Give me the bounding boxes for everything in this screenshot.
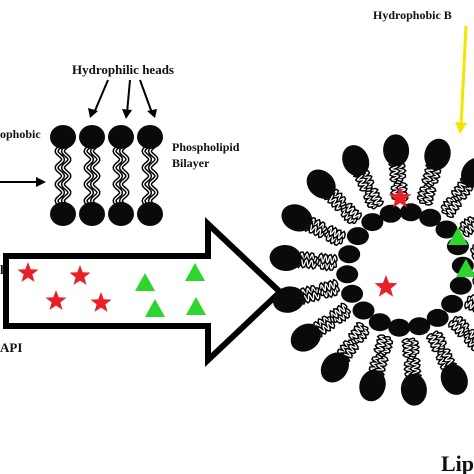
pointer-arrow-2 [126, 79, 131, 114]
liposome-heads [269, 134, 474, 406]
outer-head [359, 369, 386, 402]
red-star-icon [90, 292, 112, 312]
inner-head [361, 213, 384, 232]
outer-head [461, 157, 474, 188]
api-label: API [0, 340, 22, 355]
pointer-arrow-1 [93, 79, 109, 114]
outer-head [342, 145, 370, 177]
inner-head [346, 227, 369, 246]
phospholipid-molecule [79, 125, 105, 226]
inner-head [336, 265, 359, 284]
red-star-icon [17, 262, 39, 282]
inner-head [435, 220, 458, 239]
outer-head [281, 204, 313, 232]
outer-head [424, 138, 451, 171]
outer-head [440, 363, 468, 395]
liposome-label: Lip [441, 451, 474, 474]
phospholipid-bilayer [50, 125, 163, 226]
inner-head [441, 294, 464, 313]
inner-head [368, 313, 391, 332]
green-triangle-icon [456, 259, 474, 277]
inner-head [426, 308, 449, 327]
red-star-icon [374, 275, 398, 297]
phospholipid-label: Phospholipid [172, 140, 240, 154]
green-triangle-icon [185, 263, 205, 281]
hydrophilic-pointer-arrows [88, 79, 157, 119]
bilayer-label: Bilayer [172, 156, 210, 170]
drug-cargo [17, 262, 206, 317]
hydrophilic-head-bottom [50, 202, 76, 226]
outer-head [272, 286, 305, 313]
phospholipid-molecule [50, 125, 76, 226]
hydrophilic-heads-label: Hydrophilic heads [72, 62, 174, 77]
inner-head [399, 203, 422, 222]
green-triangle-icon [448, 227, 468, 245]
outer-head [383, 134, 410, 167]
phospholipid-molecule [108, 125, 134, 226]
hydrophilic-head-bottom [79, 202, 105, 226]
red-star-icon [45, 290, 67, 310]
phospholipid-molecule [137, 125, 163, 226]
inner-head [338, 245, 361, 264]
inner-head [388, 318, 411, 337]
inner-head [408, 317, 431, 336]
hydrophobic-pointer-arrow [0, 177, 46, 187]
inner-head [379, 204, 402, 223]
red-star-icon [388, 186, 412, 208]
encapsulation-arrow [3, 217, 285, 367]
hydrophilic-head-top [137, 125, 163, 149]
arrow-left-label: l [0, 262, 4, 277]
hydrophobic-bilayer-pointer [455, 25, 468, 134]
hydrophilic-head-bottom [108, 202, 134, 226]
outer-head [290, 323, 321, 352]
green-triangle-icon [135, 273, 155, 291]
outer-head [400, 373, 427, 406]
outer-head [306, 169, 336, 199]
green-triangle-icon [186, 297, 206, 315]
hydrophobic-tails-label: ophobic [0, 127, 41, 141]
encapsulated-drugs [374, 186, 474, 297]
green-triangle-icon [145, 299, 165, 317]
inner-head [449, 276, 472, 295]
hydrophilic-head-top [108, 125, 134, 149]
liposome-tails [295, 159, 474, 381]
red-star-icon [69, 265, 91, 285]
hydrophilic-head-bottom [137, 202, 163, 226]
inner-head [419, 208, 442, 227]
inner-head [352, 301, 375, 320]
hydrophilic-head-top [79, 125, 105, 149]
outer-head [269, 244, 302, 272]
outer-head [320, 352, 349, 383]
inner-head [341, 284, 364, 303]
hydrophobic-bilayer-label: Hydrophobic B [373, 8, 452, 22]
liposome [269, 134, 474, 406]
hydrophilic-head-top [50, 125, 76, 149]
pointer-arrow-3 [139, 79, 153, 114]
